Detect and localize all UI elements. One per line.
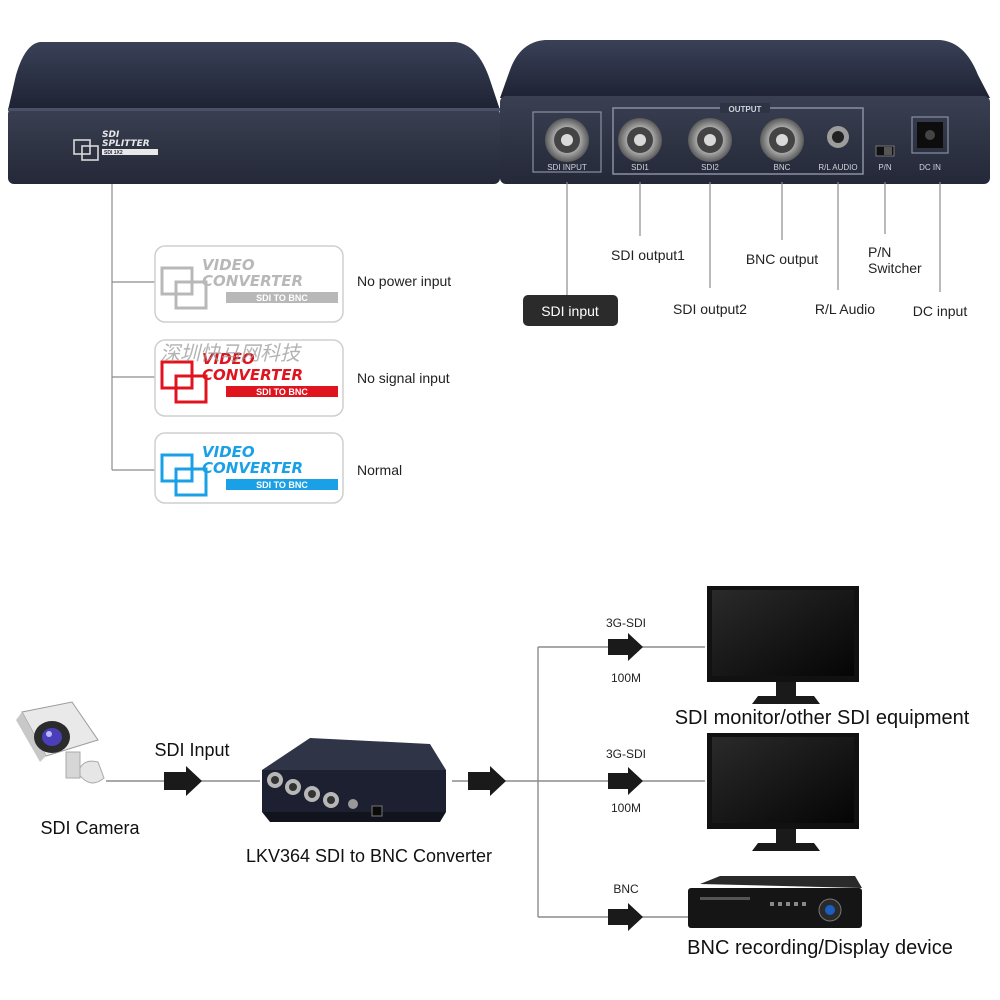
- dc-in-jack-icon: [911, 116, 949, 154]
- sdi1-port: [618, 118, 662, 162]
- led-state-3-line2: CONVERTER: [202, 459, 303, 477]
- converter-label: LKV364 SDI to BNC Converter: [246, 846, 492, 866]
- led-state-1-line1: VIDEO: [202, 256, 255, 274]
- watermark-text: 深圳快马网科技: [160, 343, 302, 365]
- monitor-label: SDI monitor/other SDI equipment: [675, 707, 970, 729]
- led-state-3-label: Normal: [357, 462, 402, 478]
- led-state-2-line1: VIDEO: [202, 350, 255, 368]
- led-state-1-label: No power input: [357, 273, 451, 289]
- led-state-2-label: No signal input: [357, 370, 450, 386]
- led-state-1-line3: SDI TO BNC: [256, 293, 308, 303]
- led-legend-lines: [111, 184, 155, 471]
- front-logo-line3: SDI 1X2: [104, 150, 123, 156]
- port-dc-in-label: DC IN: [919, 163, 941, 172]
- dc-input-callout: DC input: [913, 303, 968, 319]
- front-panel-device: SDI SPLITTER SDI 1X2: [8, 42, 500, 184]
- converter-bnc-ports-icon: [267, 772, 383, 817]
- pn-switch-icon: [875, 145, 895, 157]
- led-state-no-signal: VIDEO CONVERTER SDI TO BNC: [154, 339, 344, 417]
- out2-length-label: 100M: [611, 801, 641, 815]
- dvr-recorder-icon: [688, 876, 862, 928]
- rl-audio-jack-icon: [827, 126, 849, 148]
- port-pn-label: P/N: [878, 163, 892, 172]
- out1-type-label: 3G-SDI: [606, 616, 646, 630]
- converter-logo-icon: [160, 360, 208, 404]
- converter-device: [262, 738, 446, 822]
- led-state-normal: VIDEO CONVERTER SDI TO BNC: [154, 432, 344, 504]
- back-panel-device: OUTPUT SDI INPUT SDI1 SDI2 BNC: [500, 40, 990, 184]
- pn-switcher-callout-line2: Switcher: [868, 260, 922, 276]
- back-callout-lines: [566, 182, 941, 296]
- converter-logo-icon: [160, 266, 208, 310]
- front-logo-line2: SPLITTER: [102, 139, 150, 149]
- output-arrow-icon: [468, 766, 506, 796]
- front-logo-icon: [73, 139, 99, 161]
- out1-length-label: 100M: [611, 671, 641, 685]
- out2-type-label: 3G-SDI: [606, 747, 646, 761]
- led-state-no-power: VIDEO CONVERTER SDI TO BNC: [154, 245, 344, 323]
- port-sdi1-label: SDI1: [631, 163, 649, 172]
- sdi-input-callout-pill: [523, 295, 618, 326]
- sdi-input-callout: SDI input: [541, 303, 599, 319]
- led-state-2-line3: SDI TO BNC: [256, 387, 308, 397]
- recorder-label: BNC recording/Display device: [687, 937, 953, 959]
- bnc-port: [760, 118, 804, 162]
- branch-2-arrow-icon: [608, 767, 643, 795]
- pn-switcher-callout-line1: P/N: [868, 244, 891, 260]
- led-state-3-line1: VIDEO: [202, 443, 255, 461]
- monitor-2-icon: [707, 733, 859, 851]
- front-logo-line1: SDI: [102, 130, 120, 140]
- sdi-input-port: [532, 111, 602, 173]
- port-sdi-input-label: SDI INPUT: [547, 163, 587, 172]
- input-label: SDI Input: [154, 740, 229, 760]
- branch-3-arrow-icon: [608, 903, 643, 931]
- out3-type-label: BNC: [613, 882, 639, 896]
- bnc-output-callout: BNC output: [746, 251, 818, 267]
- led-state-2-line2: CONVERTER: [202, 366, 303, 384]
- sdi-output1-callout: SDI output1: [611, 247, 685, 263]
- led-state-1-line2: CONVERTER: [202, 272, 303, 290]
- input-arrow-icon: [164, 766, 202, 796]
- rl-audio-callout: R/L Audio: [815, 301, 875, 317]
- camera-label: SDI Camera: [40, 818, 140, 838]
- converter-logo-icon: [160, 453, 208, 497]
- sdi-output2-callout: SDI output2: [673, 301, 747, 317]
- port-rl-audio-label: R/L AUDIO: [818, 163, 857, 172]
- branch-1-arrow-icon: [608, 633, 643, 661]
- led-state-3-line3: SDI TO BNC: [256, 480, 308, 490]
- sdi-camera-icon: [16, 701, 105, 784]
- port-sdi2-label: SDI2: [701, 163, 719, 172]
- sdi2-port: [688, 118, 732, 162]
- output-group-label: OUTPUT: [729, 105, 762, 114]
- port-bnc-label: BNC: [774, 163, 791, 172]
- monitor-1-icon: [707, 586, 859, 704]
